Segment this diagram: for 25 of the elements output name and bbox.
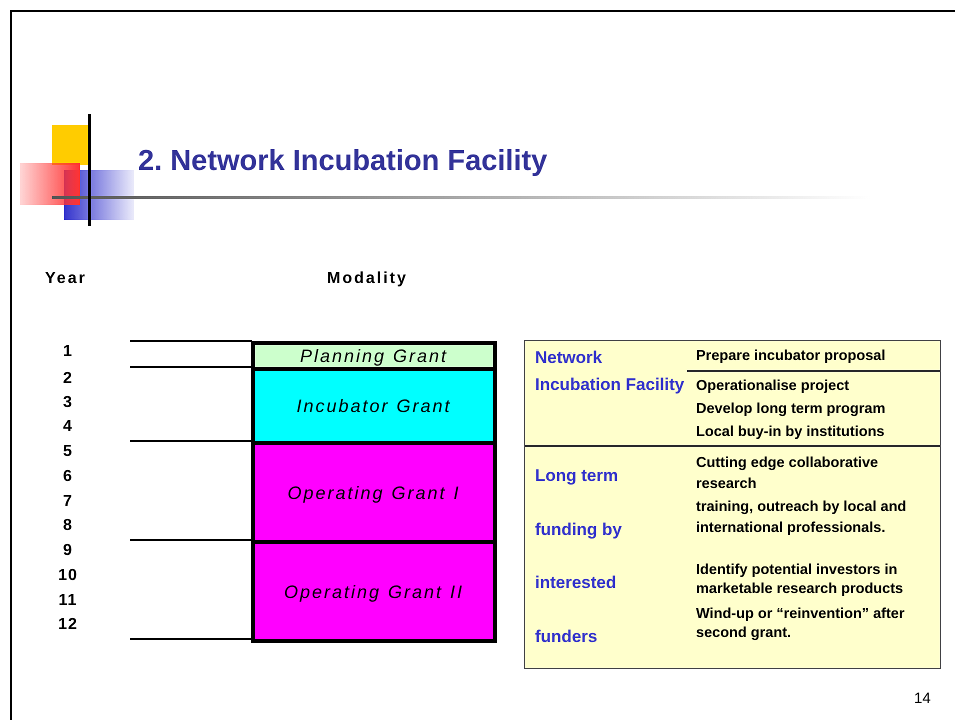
table-cell-text: Identify potential investors in marketable research products [696,561,904,599]
table-cell-text: Network Incubation Facility [535,347,685,396]
table-cell-text: Local buy-in by institutions [696,423,886,441]
slide-title: 2. Network Incubation Facility [138,145,548,178]
year-number: 1 [62,343,74,361]
table-cell-text: Operationalise project [696,377,850,395]
table-cell-text: Prepare incubator proposal [696,347,886,365]
year-number: 6 [62,468,74,486]
column-heading: Year [45,270,87,288]
table-cell-text: Develop long term program [696,400,886,418]
table-cell-text: training, outreach by local and international professionals. [696,498,908,538]
year-number: 4 [62,418,74,436]
year-number: 7 [62,493,74,511]
year-number: 10 [57,567,79,585]
year-number: 8 [62,517,74,535]
table-cell-text: Wind-up or “reinvention” after second grant. [696,605,906,643]
table-cell-text: Long term funding by interested funders [535,465,623,648]
year-number: 5 [62,443,74,461]
column-heading: Modality [327,270,408,288]
year-number: 3 [62,394,74,412]
year-number: 2 [62,370,74,388]
year-number: 11 [58,592,78,610]
year-number: 12 [57,616,79,634]
page-number: 14 [914,690,931,707]
year-number: 9 [62,542,74,560]
